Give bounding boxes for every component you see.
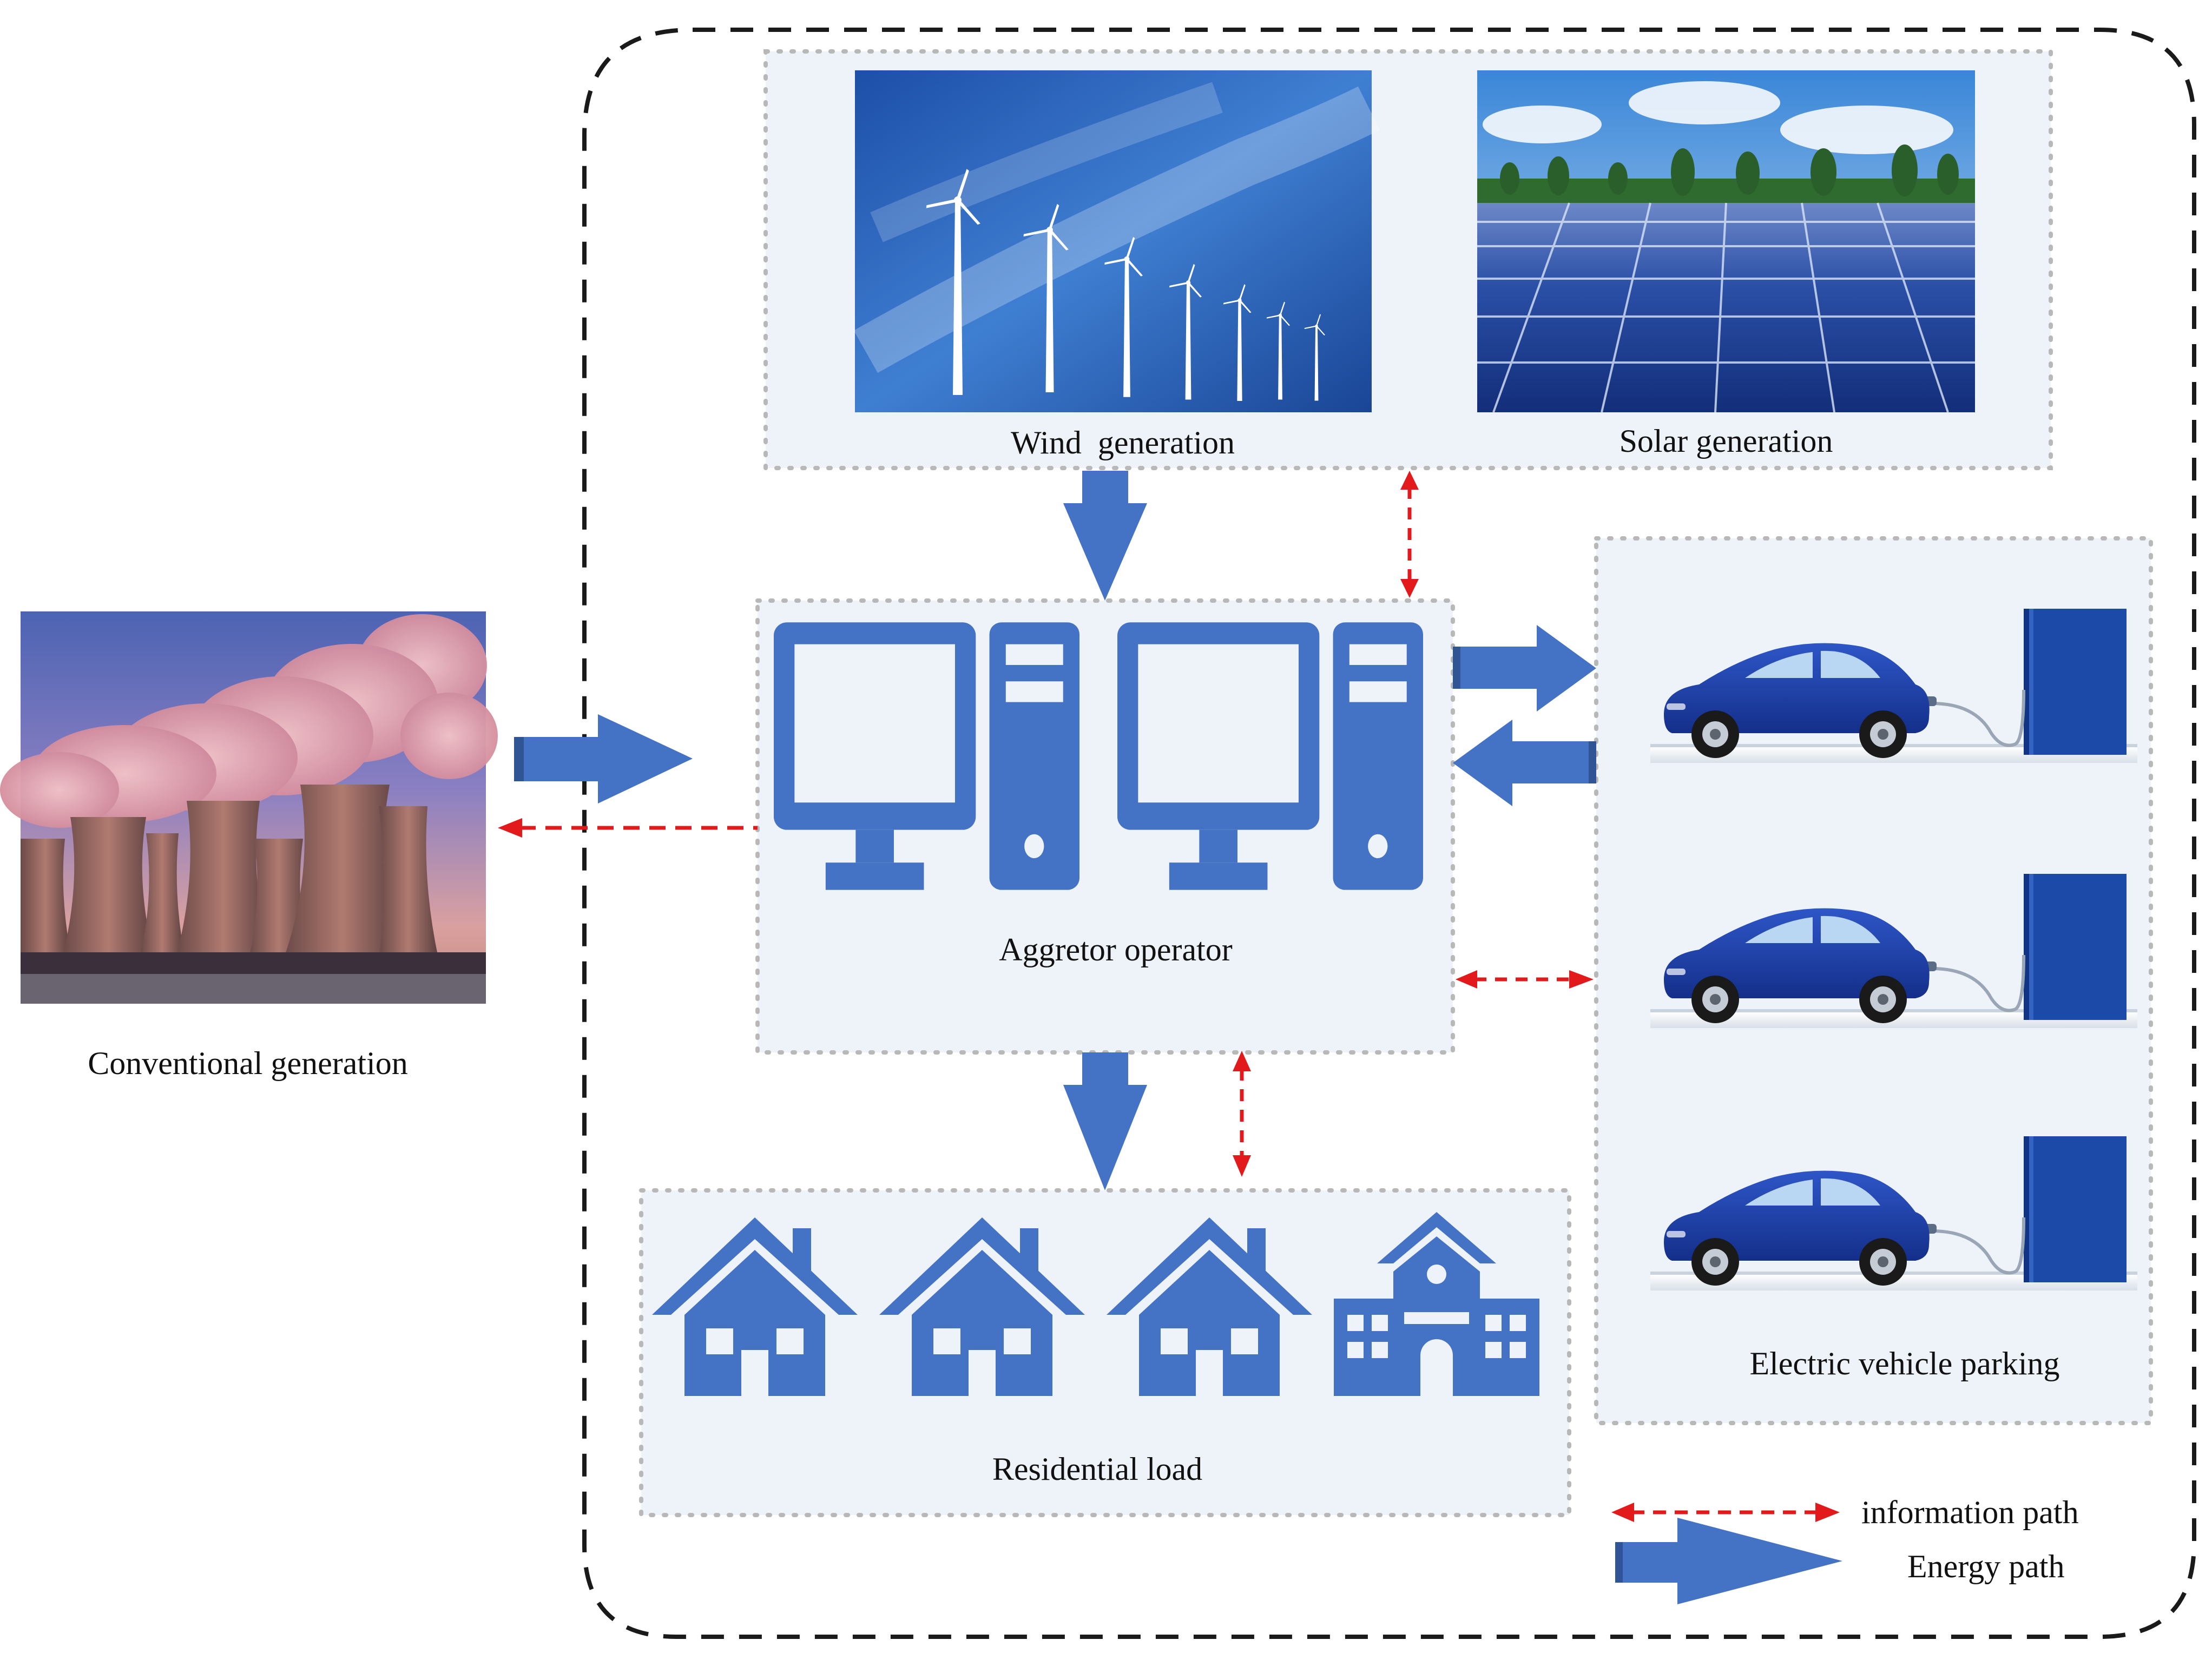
energy-arrow-aggregator-to-residential bbox=[1063, 1052, 1147, 1190]
legend-energy-swatch bbox=[1615, 1518, 1842, 1604]
conventional-generation-label: Conventional generation bbox=[88, 1045, 408, 1081]
legend-information-label: information path bbox=[1861, 1494, 2079, 1530]
energy-arrow-conventional-to-aggregator bbox=[514, 714, 693, 804]
solar-generation-label: Solar generation bbox=[1620, 423, 1833, 459]
wind-generation-label: Wind generation bbox=[1011, 425, 1235, 460]
info-arrow-aggregator-residential bbox=[1233, 1051, 1251, 1177]
info-arrow-aggregator-ev bbox=[1456, 970, 1594, 989]
residential-load-label: Residential load bbox=[992, 1451, 1202, 1487]
aggregator-operator-label: Aggretor operator bbox=[999, 932, 1233, 967]
microgrid-boundary bbox=[582, 28, 2196, 1639]
solar-farm-image bbox=[1477, 70, 1975, 413]
power-plant-image bbox=[0, 611, 498, 1004]
legend-information-swatch bbox=[1611, 1503, 1840, 1522]
energy-arrow-ev-to-aggregator bbox=[1453, 720, 1596, 806]
info-arrow-aggregator-to-conventional bbox=[498, 818, 758, 838]
energy-arrow-aggregator-to-ev bbox=[1453, 625, 1596, 712]
ev-parking-label: Electric vehicle parking bbox=[1749, 1346, 2059, 1381]
legend: information path Energy path bbox=[1611, 1494, 2079, 1604]
info-arrow-renewable-aggregator bbox=[1400, 471, 1419, 598]
legend-energy-label: Energy path bbox=[1907, 1549, 2064, 1584]
wind-farm-image bbox=[853, 70, 1380, 412]
energy-arrow-wind-to-aggregator bbox=[1063, 471, 1147, 601]
